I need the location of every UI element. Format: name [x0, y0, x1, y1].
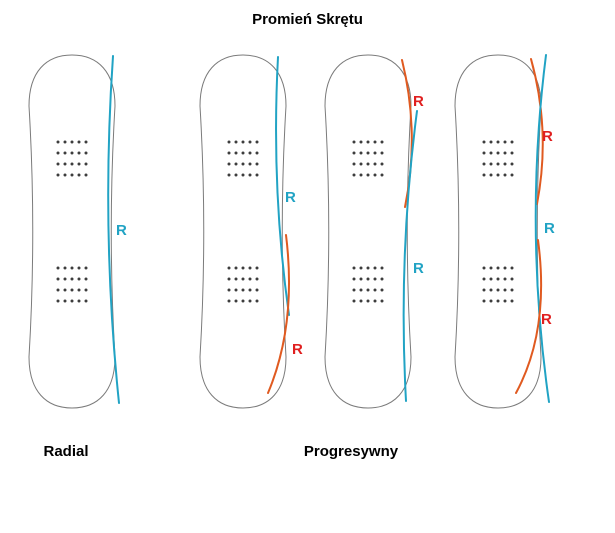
snowboard-progressive-2: [324, 54, 412, 409]
radius-label-board2-red: R: [292, 341, 303, 358]
radius-arc-orange-top-board4: [530, 58, 544, 205]
insert-dots-bottom: [352, 266, 384, 303]
insert-dots-top: [352, 140, 384, 177]
snowboard-outline: [324, 54, 412, 409]
radius-label-board4-cyan: R: [544, 220, 555, 237]
radius-label-board4-red-top: R: [542, 128, 553, 145]
snowboard-outline: [454, 54, 542, 409]
radius-arc-orange-board3: [401, 59, 413, 208]
radius-label-board1-cyan: R: [116, 222, 127, 239]
radius-label-board4-red-bottom: R: [541, 311, 552, 328]
radius-arc-cyan-board4: [534, 54, 550, 403]
snowboard-outline: [199, 54, 287, 409]
caption-progressive: Progresywny: [303, 443, 399, 460]
snowboard-radial: [28, 54, 116, 409]
radius-arc-cyan-board3: [402, 110, 418, 402]
insert-dots-top: [56, 140, 88, 177]
radius-label-board3-red: R: [413, 93, 424, 110]
radius-label-board2-cyan: R: [285, 189, 296, 206]
insert-dots-bottom: [482, 266, 514, 303]
radius-label-board3-cyan: R: [413, 260, 424, 277]
insert-dots-bottom: [56, 266, 88, 303]
snowboard-progressive-1: [199, 54, 287, 409]
snowboard-outline: [28, 54, 116, 409]
radius-arc-cyan-board2: [275, 56, 290, 316]
insert-dots-top: [482, 140, 514, 177]
insert-dots-top: [227, 140, 259, 177]
insert-dots-bottom: [227, 266, 259, 303]
radius-arc-cyan-board1: [107, 55, 120, 404]
snowboard-progressive-3: [454, 54, 542, 409]
radius-arc-orange-board2: [267, 234, 290, 394]
caption-radial: Radial: [43, 443, 89, 460]
page-title: Promień Skrętu: [252, 11, 363, 28]
radius-arc-orange-bottom-board4: [515, 239, 543, 394]
